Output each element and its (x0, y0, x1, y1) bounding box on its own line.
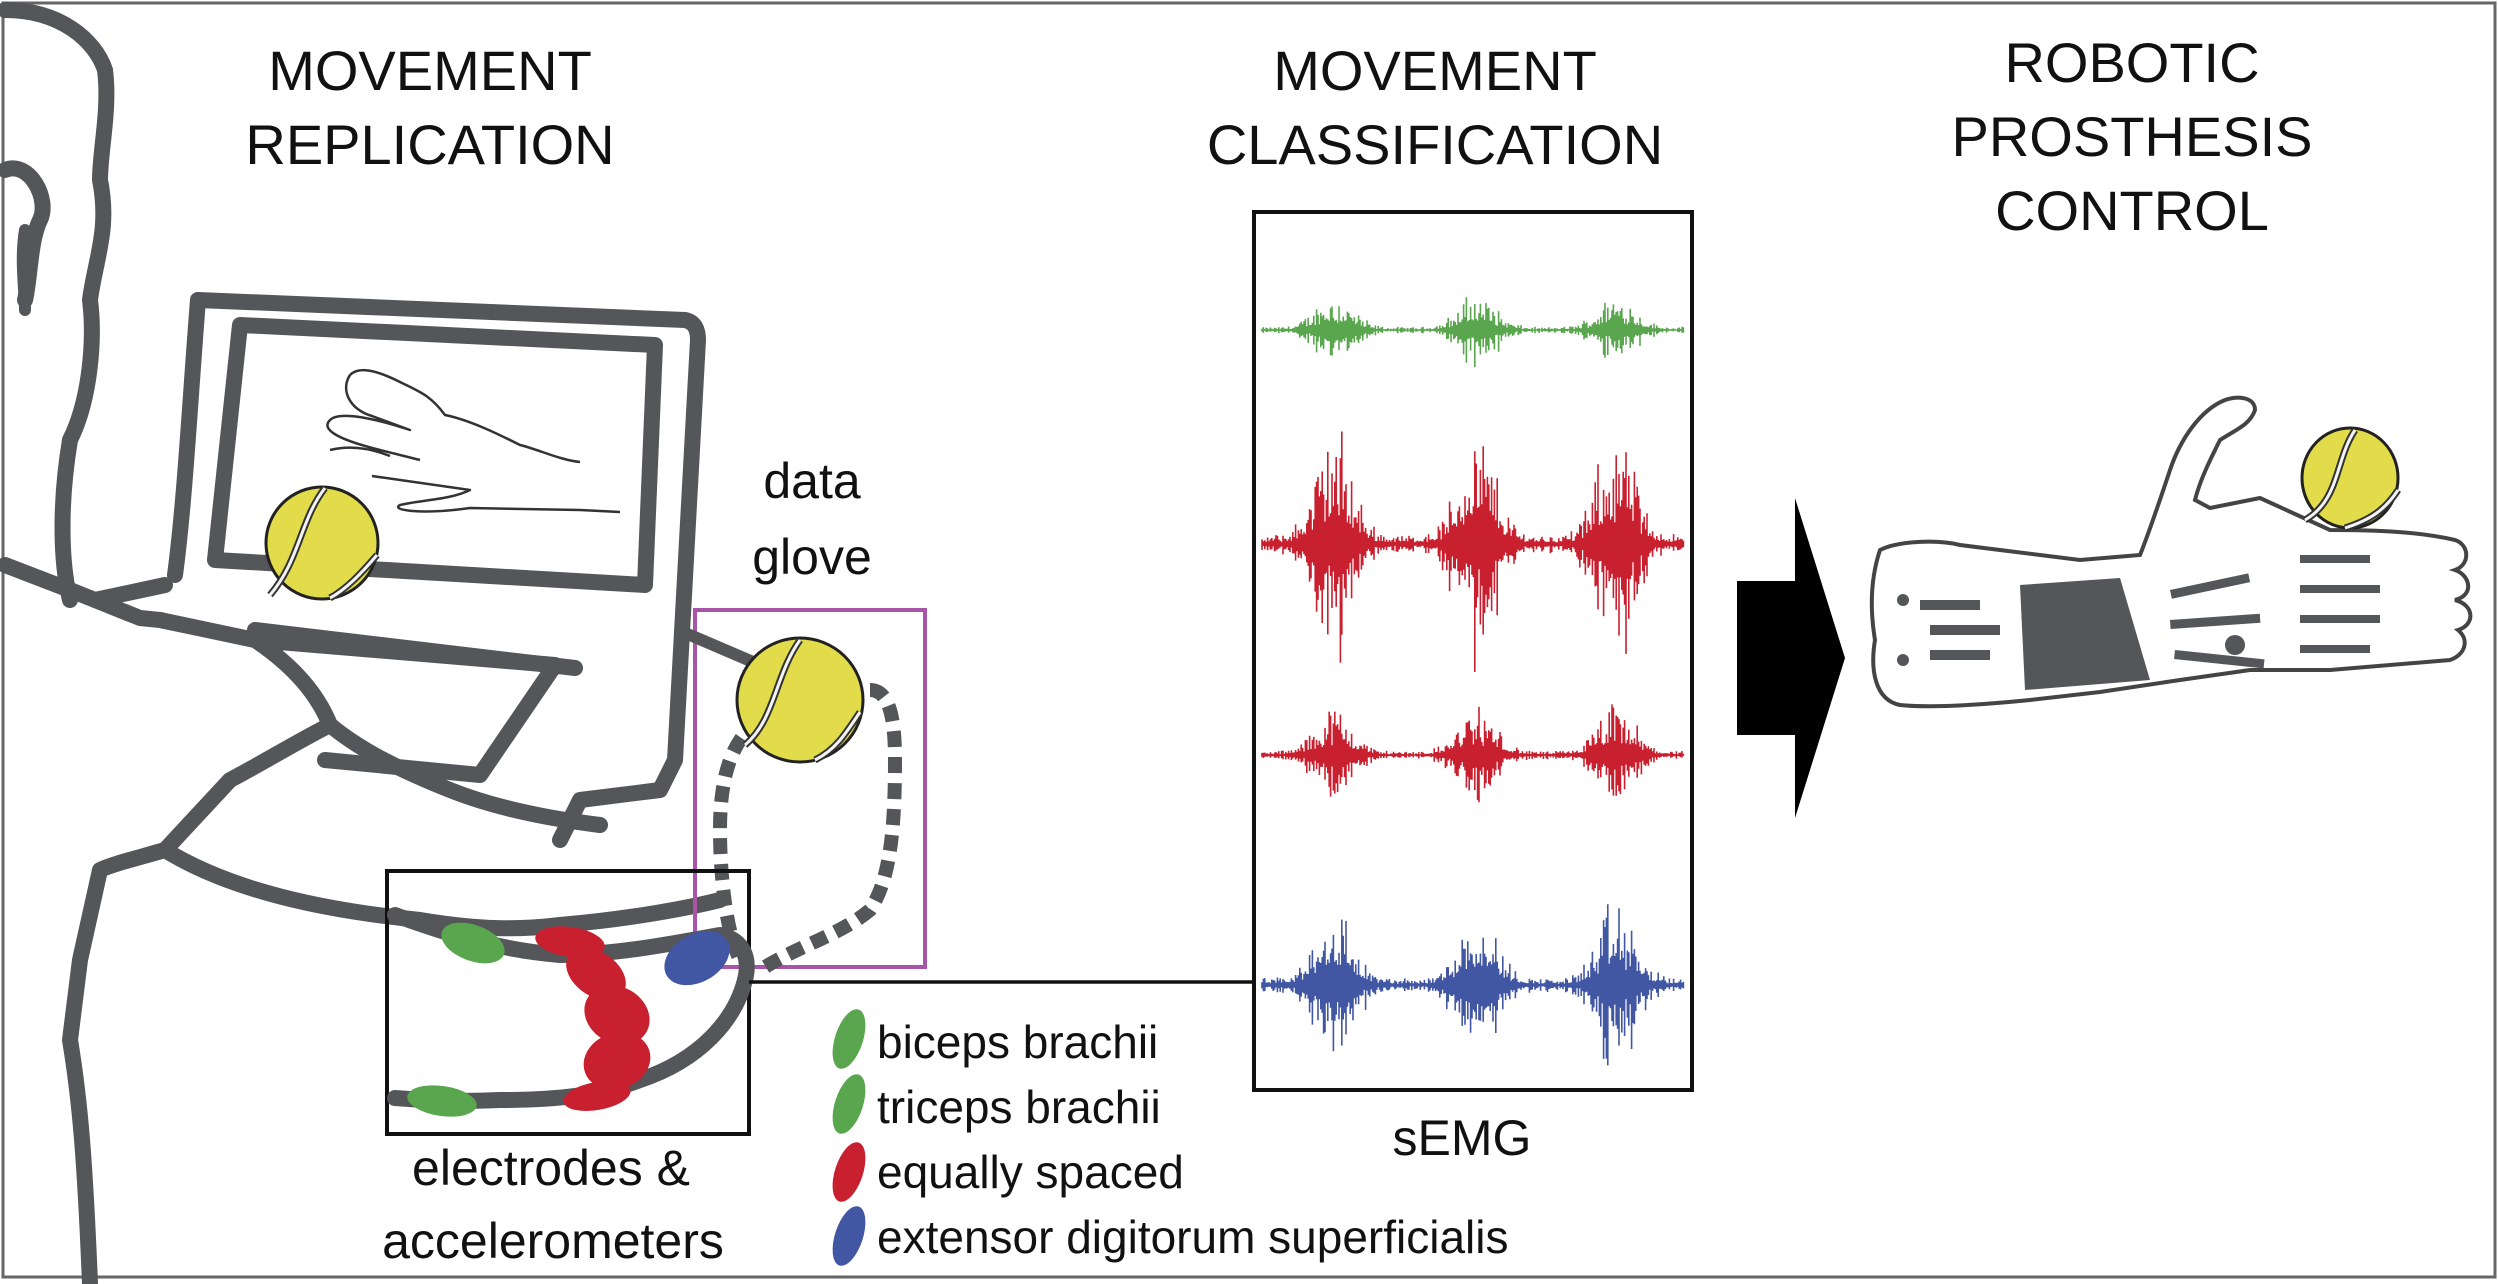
data-glove-label-line2: glove (752, 529, 872, 585)
data-glove-label-line1: data (763, 453, 861, 509)
electrode-equally-spaced-4 (583, 1032, 651, 1090)
semg-box (1252, 210, 1694, 1092)
electrodes-label-line1: electrodes & (412, 1140, 690, 1196)
legend-item: triceps brachii (832, 1074, 1161, 1134)
electrodes (407, 922, 730, 1117)
screen-hand (326, 368, 621, 514)
legend-label: extensor digitorum superficialis (877, 1211, 1509, 1263)
ball-in-glove-icon (735, 636, 865, 764)
electrodes-box (385, 869, 751, 1136)
electrode-extensor (664, 930, 730, 986)
electrodes-label-line2: accelerometers (382, 1213, 724, 1269)
title-prosthesis-line1: ROBOTIC (2004, 31, 2259, 94)
data-glove-box (693, 608, 927, 969)
legend-swatch-blue-icon (832, 1206, 866, 1266)
electrode-equally-spaced-5 (563, 1081, 631, 1111)
electrode-biceps (441, 922, 505, 964)
monitor-sketch (167, 292, 706, 848)
robotic-hand-icon (1869, 395, 2473, 709)
glove-outline (712, 683, 903, 976)
semg-trace-extensor (1261, 904, 1685, 1066)
title-prosthesis-line2: PROSTHESIS (1952, 105, 2313, 168)
legend-label: biceps brachii (877, 1016, 1158, 1068)
title-replication-line1: MOVEMENT (268, 39, 592, 102)
legend-swatch-red-icon (832, 1142, 866, 1202)
legend-swatch-green-icon (832, 1009, 866, 1069)
legend: biceps brachii triceps brachii equally s… (832, 1009, 1509, 1266)
title-replication-line2: REPLICATION (245, 113, 614, 176)
legend-item: equally spaced (832, 1142, 1184, 1202)
semg-trace-equally-spaced-2 (1261, 704, 1685, 803)
semg-traces (1261, 297, 1685, 1066)
title-classification-line2: CLASSIFICATION (1207, 113, 1663, 176)
legend-label: equally spaced (877, 1146, 1184, 1198)
arrow-right-icon (1737, 498, 1845, 818)
legend-item: extensor digitorum superficialis (832, 1206, 1509, 1266)
legend-swatch-green-icon (832, 1074, 866, 1134)
title-classification-line1: MOVEMENT (1273, 39, 1597, 102)
electrode-triceps (407, 1085, 477, 1117)
title-prosthesis-line3: CONTROL (1995, 179, 2269, 242)
semg-trace-equally-spaced-1 (1261, 431, 1685, 672)
semg-label: sEMG (1393, 1110, 1532, 1166)
legend-item: biceps brachii (832, 1009, 1158, 1069)
ball-on-screen-icon (264, 485, 380, 602)
electrode-equally-spaced-3 (584, 985, 650, 1045)
semg-trace-biceps (1261, 297, 1685, 368)
legend-label: triceps brachii (877, 1081, 1161, 1133)
glove-cable (684, 629, 766, 671)
